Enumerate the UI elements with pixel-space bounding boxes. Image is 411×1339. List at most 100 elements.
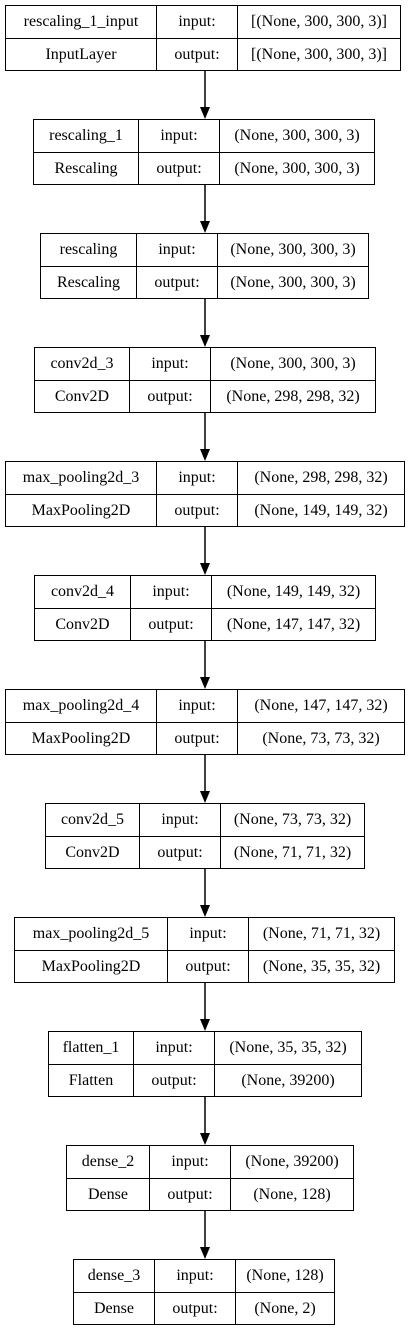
arrow-head-icon	[200, 791, 210, 803]
output-label: output:	[167, 951, 248, 982]
arrow-head-icon	[200, 1133, 210, 1145]
input-shape: (None, 128)	[235, 1260, 334, 1292]
layer-type: Flatten	[68, 1071, 114, 1089]
output-label: output:	[138, 153, 219, 184]
output-shape: (None, 128)	[230, 1179, 353, 1210]
layer-output-row: Rescaling output:(None, 300, 300, 3)	[41, 266, 368, 298]
output-label: output:	[156, 723, 237, 754]
layer-type: MaxPooling2D	[31, 501, 131, 519]
input-shape: (None, 39200)	[230, 1146, 353, 1178]
layer-name: max_pooling2d_4	[22, 697, 140, 714]
layer-node-conv2d-3: conv2d_3 input:(None, 300, 300, 3) Conv2D o…	[34, 347, 376, 413]
layer-type: Dense	[94, 1299, 134, 1317]
layer-output-row: Rescaling output:(None, 300, 300, 3)	[34, 152, 374, 184]
input-label: input:	[156, 6, 237, 38]
input-label: input:	[130, 576, 211, 608]
layer-node-flatten-1: flatten_1 input:(None, 35, 35, 32) Flatten…	[48, 1031, 362, 1097]
layer-type: InputLayer	[45, 45, 117, 63]
output-shape: (None, 39200)	[214, 1065, 361, 1096]
input-shape: (None, 300, 300, 3)	[217, 234, 368, 266]
arrow-head-icon	[200, 107, 210, 119]
output-label: output:	[139, 837, 220, 868]
input-label: input:	[133, 1032, 214, 1064]
output-shape: (None, 298, 298, 32)	[210, 381, 375, 412]
output-label: output:	[129, 381, 210, 412]
layer-name: rescaling	[59, 241, 118, 258]
layer-type: MaxPooling2D	[31, 729, 131, 747]
layer-type: MaxPooling2D	[41, 957, 141, 975]
layer-input-row: dense_3 input:(None, 128)	[74, 1260, 334, 1292]
layer-name: conv2d_3	[50, 355, 114, 372]
input-label: input:	[156, 462, 237, 494]
layer-output-row: Conv2D output:(None, 147, 147, 32)	[35, 608, 375, 640]
arrow-head-icon	[200, 563, 210, 575]
output-shape: (None, 300, 300, 3)	[219, 153, 374, 184]
arrow-head-icon	[200, 335, 210, 347]
output-shape: (None, 147, 147, 32)	[211, 609, 375, 640]
layer-node-max-pooling2d-3: max_pooling2d_3 input:(None, 298, 298, 32…	[5, 461, 405, 527]
input-shape: (None, 300, 300, 3)	[210, 348, 375, 380]
input-shape: [(None, 300, 300, 3)]	[237, 6, 400, 38]
layer-input-row: rescaling input:(None, 300, 300, 3)	[41, 234, 368, 266]
layer-name: conv2d_5	[60, 811, 125, 828]
layer-type: Conv2D	[55, 615, 110, 633]
output-label: output:	[133, 1065, 214, 1096]
layer-node-max-pooling2d-5: max_pooling2d_5 input:(None, 71, 71, 32) M…	[14, 917, 395, 983]
layer-type: Rescaling	[54, 159, 118, 177]
input-shape: (None, 35, 35, 32)	[214, 1032, 361, 1064]
layer-name: max_pooling2d_5	[32, 925, 150, 942]
layer-name: conv2d_4	[50, 583, 115, 600]
layer-type: Conv2D	[65, 843, 120, 861]
layer-input-row: rescaling_1_input input:[(None, 300, 300,…	[6, 6, 400, 38]
input-shape: (None, 300, 300, 3)	[219, 120, 374, 152]
layer-input-row: max_pooling2d_5 input:(None, 71, 71, 32)	[15, 918, 394, 950]
layer-type: Rescaling	[56, 273, 121, 291]
layer-output-row: MaxPooling2D output:(None, 149, 149, 32)	[6, 494, 404, 526]
output-label: output:	[130, 609, 211, 640]
input-label: input:	[129, 348, 210, 380]
layer-node-rescaling-1-input: rescaling_1_input input:[(None, 300, 300,…	[5, 5, 401, 71]
layer-name: max_pooling2d_3	[22, 469, 140, 486]
input-shape: (None, 298, 298, 32)	[237, 462, 404, 494]
layer-type: Dense	[88, 1185, 128, 1203]
layer-input-row: conv2d_3 input:(None, 300, 300, 3)	[35, 348, 375, 380]
layer-type: Conv2D	[54, 387, 110, 405]
layer-output-row: Conv2D output:(None, 298, 298, 32)	[35, 380, 375, 412]
output-label: output:	[154, 1293, 235, 1324]
output-shape: (None, 2)	[235, 1293, 334, 1324]
arrow-head-icon	[200, 677, 210, 689]
input-label: input:	[136, 234, 217, 266]
layer-name: flatten_1	[62, 1039, 120, 1056]
input-label: input:	[149, 1146, 230, 1178]
input-label: input:	[154, 1260, 235, 1292]
input-shape: (None, 147, 147, 32)	[237, 690, 404, 722]
output-shape: [(None, 300, 300, 3)]	[237, 39, 400, 70]
output-shape: (None, 300, 300, 3)	[217, 267, 368, 298]
output-label: output:	[156, 495, 237, 526]
layer-node-dense-3: dense_3 input:(None, 128) Dense output:(Non…	[73, 1259, 335, 1325]
input-label: input:	[167, 918, 248, 950]
input-shape: (None, 71, 71, 32)	[248, 918, 394, 950]
output-shape: (None, 71, 71, 32)	[220, 837, 364, 868]
input-shape: (None, 73, 73, 32)	[220, 804, 364, 836]
layer-name: rescaling_1_input	[23, 13, 139, 30]
output-shape: (None, 149, 149, 32)	[237, 495, 404, 526]
arrow-head-icon	[200, 449, 210, 461]
output-label: output:	[136, 267, 217, 298]
layer-name: dense_3	[87, 1267, 141, 1284]
arrow-head-icon	[200, 1247, 210, 1259]
